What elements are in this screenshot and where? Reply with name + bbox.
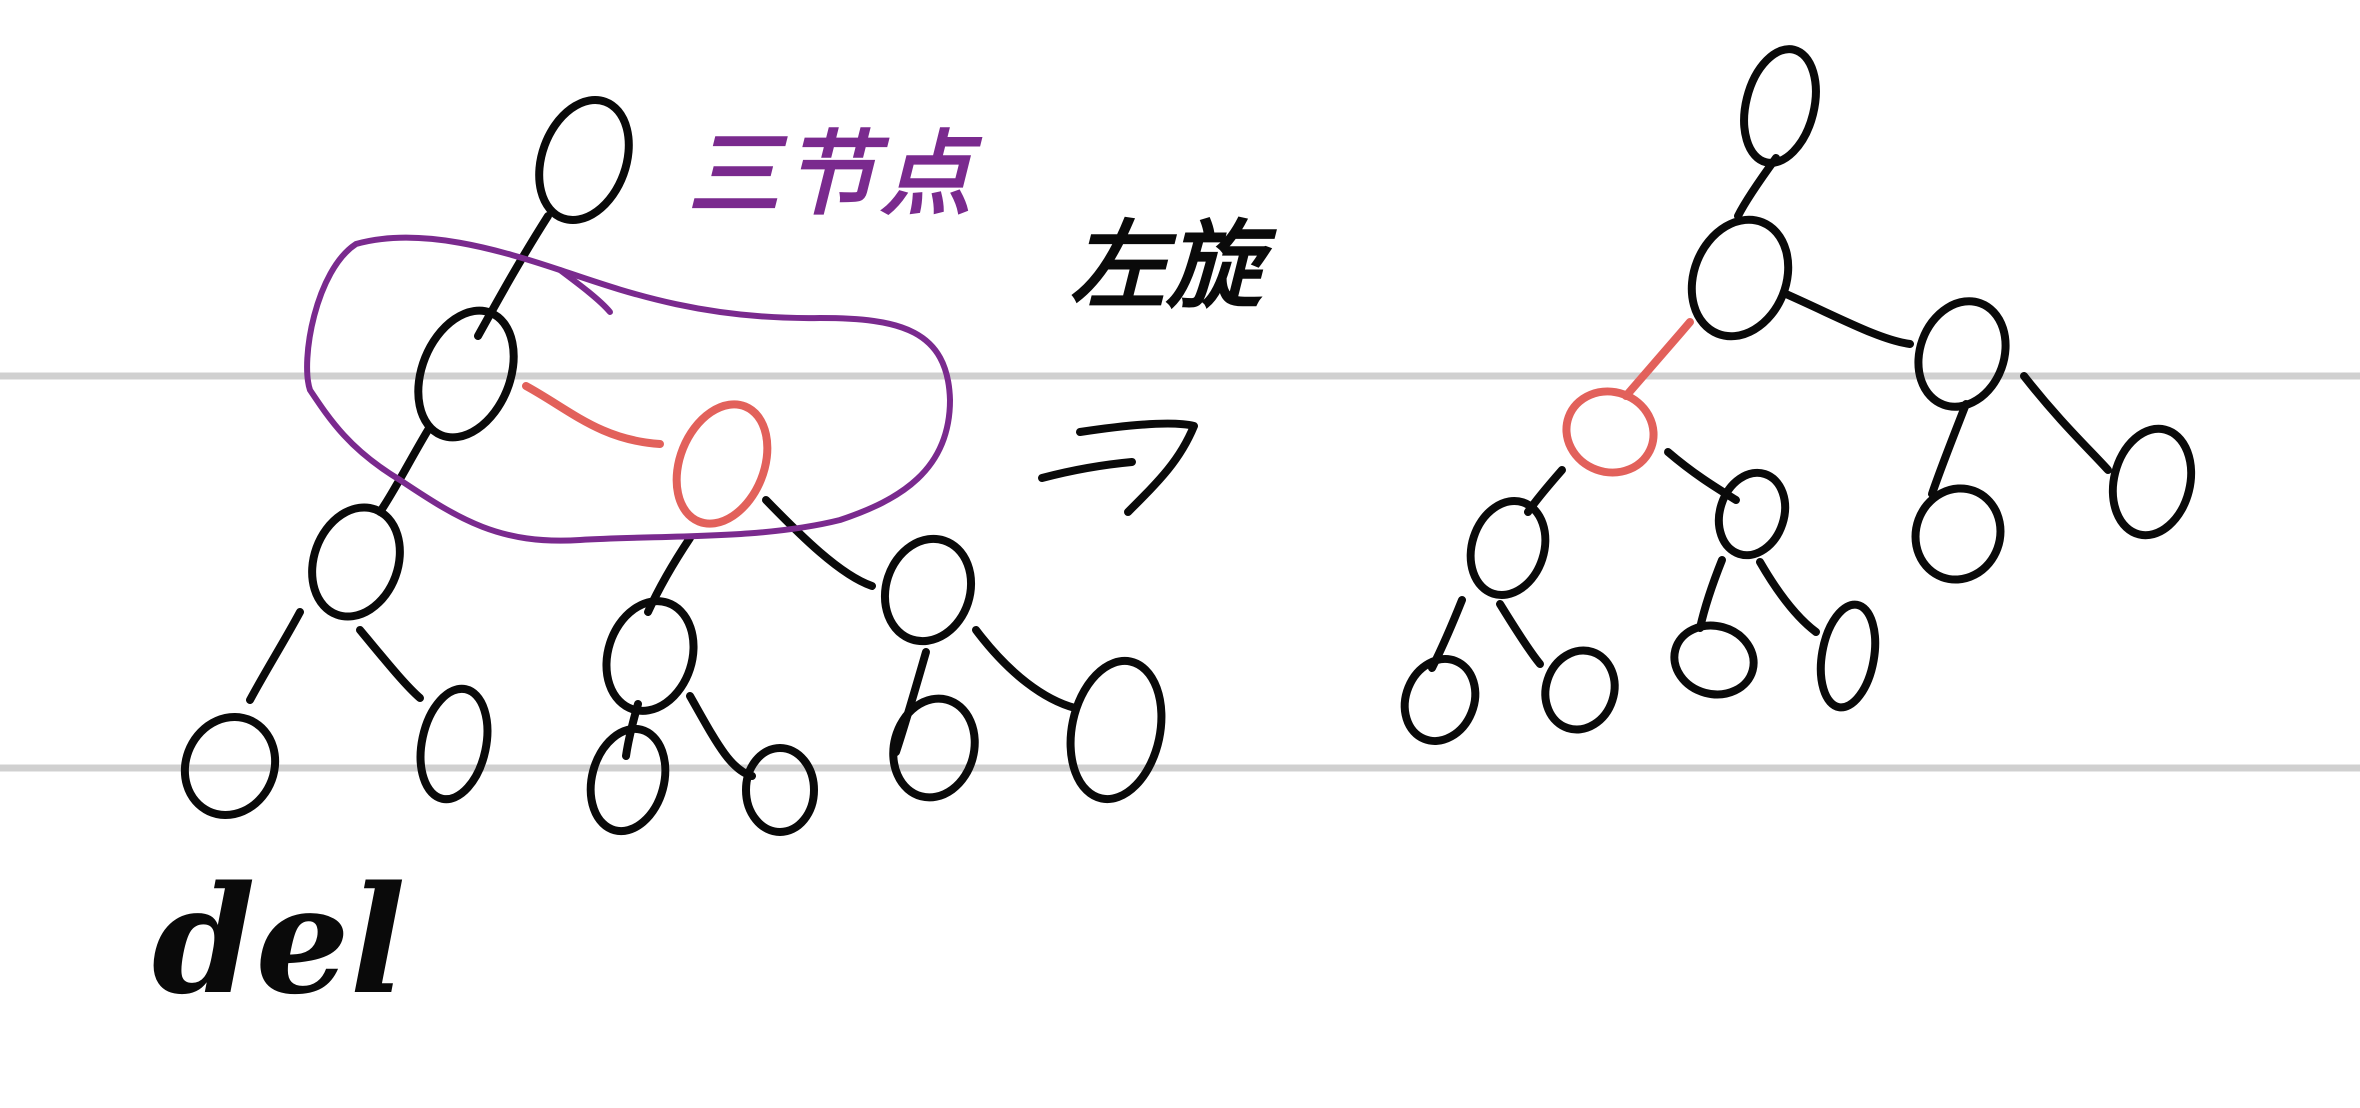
tree-after [1400, 45, 2196, 745]
edge-rr-rrr [972, 626, 1079, 712]
node-r-d [2108, 424, 2196, 540]
node-rll [586, 724, 670, 836]
node-lll [180, 713, 280, 819]
edge-r-right-left [1928, 400, 1970, 498]
edge-r-mid-red [1622, 318, 1694, 400]
node-rl [602, 597, 698, 715]
node-llr [416, 684, 492, 804]
arrow-head [1076, 419, 1198, 516]
node-r-mid [1687, 215, 1793, 341]
node-r-c [1911, 484, 2005, 584]
arrow-dash [1038, 458, 1136, 482]
edge-r-a-right [1496, 600, 1544, 668]
triple-node-label: 三节点 [688, 120, 977, 228]
triple-group-tail [557, 267, 613, 315]
node-r-ba [1670, 621, 1758, 699]
edge-left-leftleft [376, 426, 432, 516]
left-rotate-label: 左旋 [1070, 209, 1262, 322]
node-root [535, 95, 633, 225]
node-left [414, 306, 518, 442]
node-rrr [1066, 656, 1166, 804]
edge-r-red-right [1664, 448, 1740, 504]
edge-root-left [474, 212, 552, 340]
node-r-highlighted [1562, 387, 1658, 477]
delete-label: del [152, 853, 406, 1027]
node-rlr [742, 744, 818, 836]
red-link [522, 382, 664, 448]
edge-r-b-left [1696, 556, 1726, 632]
transform-arrow [1038, 419, 1198, 516]
tree-before [180, 95, 1166, 836]
node-r-root [1740, 45, 1820, 167]
edge-r-mid-right [1782, 290, 1914, 348]
edge-red-rightchild [762, 496, 876, 590]
edge-ll-lll [246, 608, 304, 704]
node-r-a [1466, 497, 1550, 599]
edge-ll-llr [356, 626, 424, 702]
node-r-right [1914, 297, 2010, 411]
node-ll [308, 503, 404, 621]
node-rr [880, 534, 976, 646]
triple-group-outline [304, 234, 953, 544]
node-r-ab [1541, 646, 1619, 734]
node-highlighted [672, 400, 772, 528]
edge-rl-rlr [686, 692, 756, 780]
edge-r-right-right [2020, 372, 2112, 474]
node-r-b [1714, 468, 1790, 560]
node-r-aa [1400, 655, 1480, 745]
node-rrl [889, 694, 979, 802]
edge-r-b-right [1756, 558, 1820, 636]
node-r-bb [1816, 600, 1880, 712]
